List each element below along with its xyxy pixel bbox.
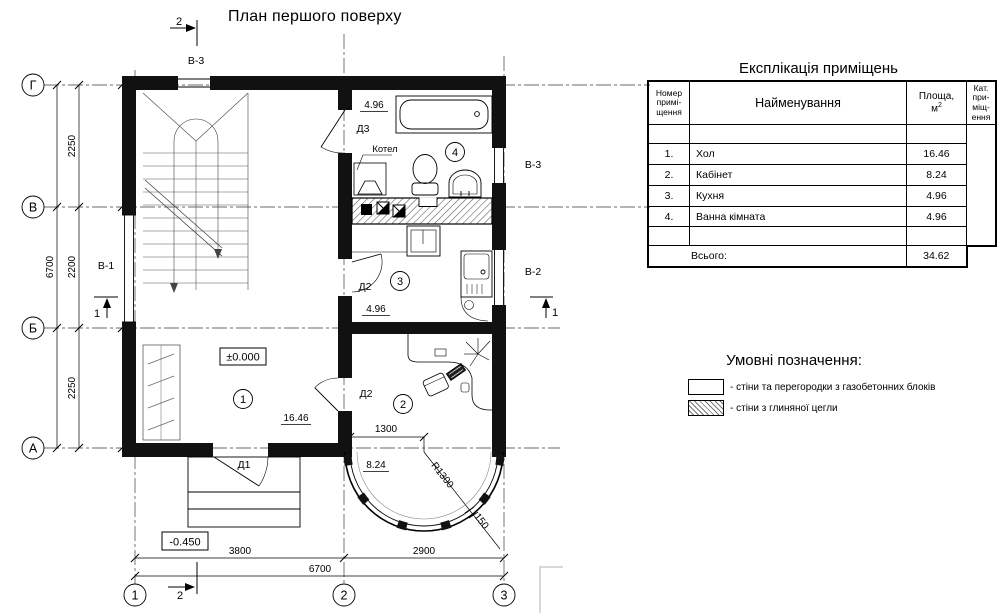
legend-item-brick: - стіни з глиняної цегли: [730, 403, 838, 414]
office-fixtures: [407, 334, 492, 411]
room-4-number: 4: [452, 147, 458, 159]
axis-label-3: 3: [501, 589, 508, 603]
dim-left-seg3: 2250: [67, 376, 78, 399]
category-empty-cell: [966, 124, 997, 247]
door-label-d2-kitchen: Д2: [359, 281, 372, 293]
dim-bottom-seg2: 2900: [413, 546, 436, 557]
table-row: 2. Кабінет 8.24: [647, 164, 996, 186]
legend-title: Умовні позначення:: [726, 352, 862, 369]
axis-label-v: В: [29, 201, 37, 215]
dim-left-total: 6700: [45, 255, 56, 278]
vent-duct-icon: [376, 201, 390, 215]
door-d1: [213, 456, 269, 487]
wardrobe-icon: [142, 344, 181, 441]
elevation-main: ±0.000: [226, 352, 260, 364]
room-3-number: 3: [397, 276, 403, 288]
washbasin-icon: [448, 169, 482, 198]
door-d3: [320, 109, 346, 154]
dim-left-seg1: 2250: [67, 134, 78, 157]
col-header-room-number: Номер примі- щення: [647, 80, 690, 125]
dim-bottom-seg1: 3800: [229, 546, 252, 557]
table-empty-row: [647, 226, 996, 246]
office-chair-icon: [422, 372, 449, 397]
col-header-area: Площа, м2: [906, 80, 967, 125]
door-label-d3: Д3: [357, 123, 370, 135]
walls: [122, 76, 506, 457]
bay-window: [343, 451, 505, 532]
axis-label-b: Б: [29, 322, 37, 336]
brick-wall: [351, 197, 493, 225]
vent-duct-icon: [392, 204, 406, 218]
room-1-area: 16.46: [283, 413, 308, 424]
axis-label-2: 2: [341, 589, 348, 603]
toilet-icon: [411, 154, 439, 196]
windows: [122, 78, 504, 323]
boiler-icon: [353, 154, 392, 196]
room-marks: 1 2 3 4 16.46 8.24 4.96 4.96: [233, 100, 465, 472]
col-header-category: Кат. при- міщ- ення: [966, 80, 997, 125]
section-label-2-bottom: 2: [177, 590, 183, 602]
room-1-number: 1: [240, 394, 246, 406]
total-value: 34.62: [906, 245, 968, 268]
window-label-v3-right: В-3: [525, 159, 542, 171]
bay-piers: [343, 454, 505, 531]
staircase: [142, 92, 249, 293]
table-row: 3. Кухня 4.96: [647, 185, 996, 207]
kitchen-sink-icon: [460, 250, 493, 298]
section-label-2-top: 2: [176, 16, 182, 28]
floor-plan-svg: Г В Б А 1 2 3 6700 2250 2200 2250 3800 2…: [21, 16, 650, 613]
axis-label-1: 1: [132, 589, 139, 603]
table-header-row: Номер примі- щення Найменування Площа, м…: [647, 80, 997, 125]
dim-bottom-total: 6700: [309, 564, 332, 575]
total-label: Всього:: [647, 245, 907, 268]
room-2-area: 8.24: [366, 460, 386, 471]
col-header-name: Найменування: [689, 80, 907, 125]
table-empty-row: [647, 124, 997, 247]
room-2-number: 2: [400, 399, 406, 411]
room-3-area: 4.96: [366, 304, 386, 315]
plant-icon: [464, 338, 491, 367]
elevation-marks: ±0.000 -0.450: [161, 347, 267, 551]
keyboard-icon: [445, 363, 467, 381]
axis-label-a: А: [29, 442, 38, 456]
door-label-d1: Д1: [238, 459, 251, 471]
mouse-icon: [460, 382, 470, 393]
window-label-v3-top: В-3: [188, 55, 205, 67]
kitchen-fixtures: [352, 225, 493, 322]
page-title: План першого поверху: [228, 8, 402, 25]
elevation-entry: -0.450: [169, 537, 200, 549]
entry-steps: [187, 456, 301, 528]
viewport-corner: [539, 566, 563, 613]
room-4-area: 4.96: [364, 100, 384, 111]
section-label-1-left: 1: [94, 308, 100, 320]
explication-table: Номер примі- щення Найменування Площа, м…: [647, 80, 997, 268]
door-label-d2-hall: Д2: [360, 388, 373, 400]
legend-swatch-gasblock: [688, 379, 724, 395]
table-row: 1. Хол 16.46: [647, 143, 996, 165]
boiler-label: Котел: [372, 144, 397, 155]
desk-item: [434, 348, 447, 357]
dim-left-seg2: 2200: [67, 255, 78, 278]
table-total-row: Всього: 34.62: [647, 245, 996, 268]
section-label-1-right: 1: [552, 307, 558, 319]
table-row: 4. Ванна кімната 4.96: [647, 206, 996, 227]
table-title: Експлікація приміщень: [739, 60, 898, 77]
door-d2-kitchen: [351, 253, 383, 293]
legend-swatch-brick: [688, 400, 724, 416]
window-label-v1: В-1: [98, 260, 115, 272]
legend-item-gasblock: - стіни та перегородки з газобетонних бл…: [730, 382, 936, 393]
section-marks: [94, 20, 553, 594]
grid-bubbles: [21, 73, 516, 607]
bathroom-fixtures: [353, 95, 493, 198]
dim-bay-half: 1300: [375, 424, 398, 435]
dim-bay-radius: R1300: [429, 460, 456, 490]
doors: [213, 109, 383, 487]
window-label-v2: В-2: [525, 266, 542, 278]
stove-icon: [406, 225, 441, 257]
desk: [407, 334, 492, 411]
door-d2-office: [314, 377, 339, 412]
axis-label-g: Г: [30, 79, 37, 93]
bathtub-icon: [395, 95, 493, 134]
